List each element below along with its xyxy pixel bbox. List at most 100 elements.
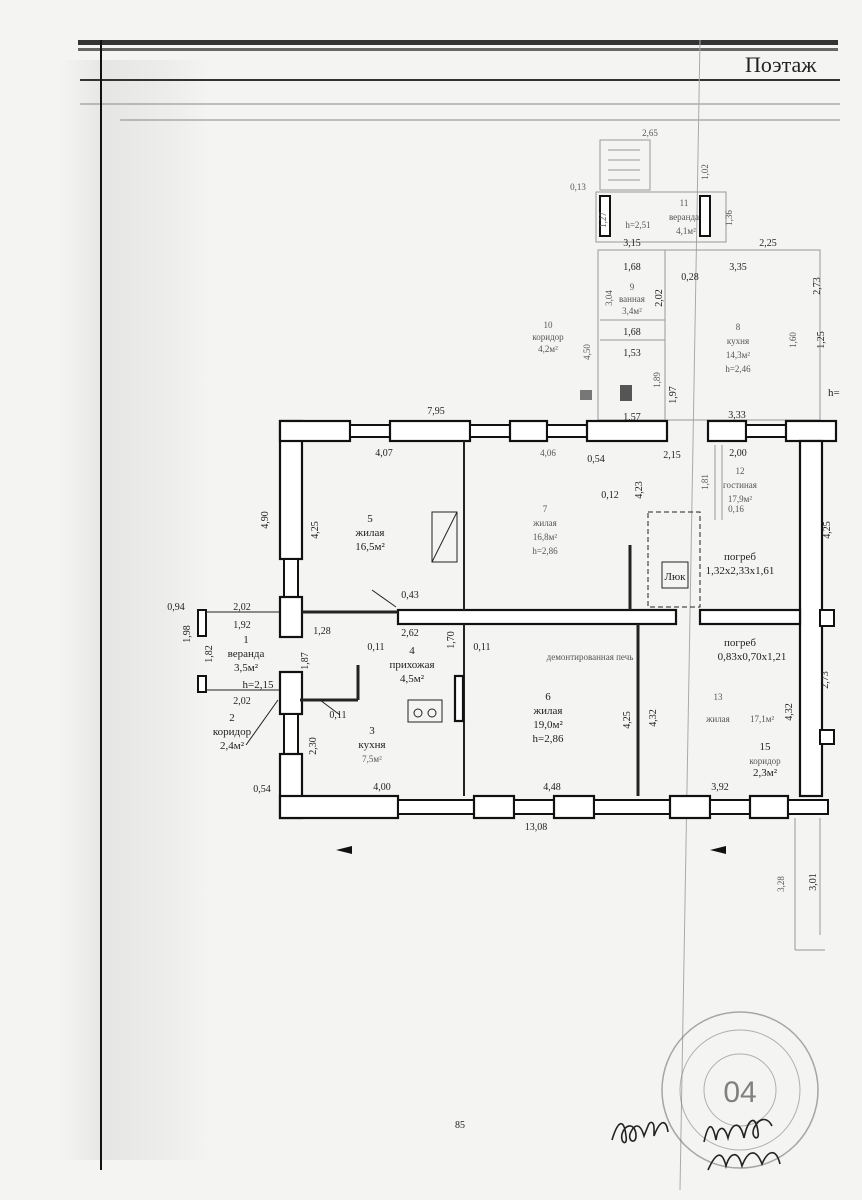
- dim-3-01: 3,01: [808, 873, 819, 891]
- dim-1-02: 1,02: [700, 164, 710, 180]
- room-6-height: h=2,86: [533, 733, 564, 745]
- dim-1-70: 1,70: [446, 631, 457, 649]
- room-13-area: 17,1м²: [750, 714, 774, 724]
- dim-0-54a: 0,54: [587, 454, 605, 465]
- dim-4-48: 4,48: [543, 782, 561, 793]
- annex-upper: [580, 139, 821, 421]
- dim-2-65: 2,65: [642, 128, 658, 138]
- dim-2-02c: 2,02: [654, 289, 665, 307]
- dim-0-54b: 0,54: [253, 784, 271, 795]
- dim-1-81: 1,81: [700, 474, 710, 490]
- room-4-area: 4,5м²: [400, 673, 425, 685]
- room-5-num: 5: [367, 513, 373, 525]
- dim-4-25b: 4,25: [822, 521, 833, 539]
- dim-0-16: 0,16: [728, 504, 744, 514]
- dim-2-30: 2,30: [308, 737, 319, 755]
- room-6-num: 6: [545, 691, 551, 703]
- page-header-title: Поэтаж: [745, 52, 817, 77]
- dim-1-97: 1,97: [668, 386, 679, 404]
- room-10-name: коридор: [532, 332, 564, 342]
- dim-0-12: 0,12: [601, 490, 619, 501]
- section-arrow-left: [336, 846, 352, 854]
- room-1-height: h=2,15: [243, 679, 274, 691]
- annex-lower: [794, 609, 835, 951]
- room-2-num: 2: [229, 712, 235, 724]
- room-4-num: 4: [409, 645, 415, 657]
- room-10-num: 10: [544, 320, 554, 330]
- room-9-name: ванная: [619, 294, 645, 304]
- dim-4-06: 4,06: [540, 448, 556, 458]
- room-6-name: жилая: [533, 705, 563, 717]
- dim-1-68a: 1,68: [623, 262, 641, 273]
- room-7-area: 16,8м²: [533, 532, 557, 542]
- dim-2-62: 2,62: [401, 628, 419, 639]
- room-11-num: 11: [680, 198, 689, 208]
- dim-0-11b: 0,11: [367, 642, 384, 653]
- cellar-2-name: погреб: [724, 637, 756, 649]
- dim-1-27: 1,27: [598, 212, 608, 228]
- room-7-height: h=2,86: [532, 546, 558, 556]
- room-3-name: кухня: [358, 739, 385, 751]
- room-12-name: гостиная: [723, 480, 757, 490]
- cellar-2-dims: 0,83x0,70x1,21: [718, 651, 787, 663]
- dimension-labels: 7,95 4,07 4,06 0,54 2,15 3,33 2,00 4,90 …: [167, 128, 833, 892]
- dim-3-28: 3,28: [776, 876, 786, 892]
- room-3-num: 3: [369, 725, 375, 737]
- room-1-name: веранда: [228, 648, 265, 660]
- interior-walls: [300, 441, 802, 796]
- room-8-num: 8: [736, 322, 741, 332]
- dim-2-02b: 2,02: [233, 696, 251, 707]
- room-labels: 5 жилая 16,5м² 7 жилая 16,8м² h=2,86 6 ж…: [213, 198, 840, 779]
- room-1-num: 1: [243, 634, 249, 646]
- dim-0-94: 0,94: [167, 602, 185, 613]
- room-11-name: веранда: [669, 212, 699, 222]
- dim-1-53: 1,53: [623, 348, 641, 359]
- dim-1-87: 1,87: [300, 652, 311, 670]
- room-2-name: коридор: [213, 726, 252, 738]
- room-13-name: жилая: [705, 714, 730, 724]
- room-10-area: 4,2м²: [538, 344, 558, 354]
- dim-4-90: 4,90: [260, 511, 271, 529]
- veranda-1: [197, 589, 397, 746]
- svg-text:04: 04: [723, 1076, 756, 1109]
- cellar-1-dims: 1,32x2,33x1,61: [706, 565, 775, 577]
- room-3-area: 7,5м²: [362, 754, 382, 764]
- dim-0-13: 0,13: [570, 182, 586, 192]
- dim-0-28: 0,28: [681, 272, 699, 283]
- room-8-area: 14,3м²: [726, 350, 750, 360]
- dim-2-15a: 2,15: [663, 450, 681, 461]
- cellar-1-name: погреб: [724, 551, 756, 563]
- room-15-area: 2,3м²: [753, 767, 778, 779]
- dim-2-25: 2,25: [759, 238, 777, 249]
- dim-1-60: 1,60: [788, 332, 798, 348]
- dim-3-15: 3,15: [623, 238, 641, 249]
- dim-7-95: 7,95: [427, 406, 445, 417]
- hatch-label: Люк: [664, 571, 686, 583]
- dim-1-68b: 1,68: [623, 327, 641, 338]
- room-6-area: 19,0м²: [533, 719, 563, 731]
- room-4-name: прихожая: [389, 659, 434, 671]
- dim-3-04: 3,04: [604, 290, 614, 306]
- dim-2-02a: 2,02: [233, 602, 251, 613]
- dim-4-32a: 4,32: [648, 709, 659, 727]
- room-13-num: 13: [714, 692, 724, 702]
- dim-4-00: 4,00: [373, 782, 391, 793]
- dim-1-82: 1,82: [204, 645, 215, 663]
- dim-3-35: 3,35: [729, 262, 747, 273]
- handwritten-signature: [611, 1118, 781, 1171]
- room-12-area: 17,9м²: [728, 494, 752, 504]
- dim-1-98: 1,98: [182, 625, 193, 643]
- dim-4-23: 4,23: [634, 481, 645, 499]
- dim-1-92: 1,92: [233, 620, 251, 631]
- dim-1-89: 1,89: [652, 372, 662, 388]
- dim-4-50: 4,50: [582, 344, 592, 360]
- dim-2-73b: 2,73: [812, 277, 823, 295]
- height-top-label: h=: [828, 387, 840, 399]
- room-9-num: 9: [630, 282, 635, 292]
- dim-2-00: 2,00: [729, 448, 747, 459]
- dim-1-28: 1,28: [313, 626, 331, 637]
- dim-3-92: 3,92: [711, 782, 729, 793]
- room-9-area: 3,4м²: [622, 306, 642, 316]
- dim-3-33: 3,33: [728, 410, 746, 421]
